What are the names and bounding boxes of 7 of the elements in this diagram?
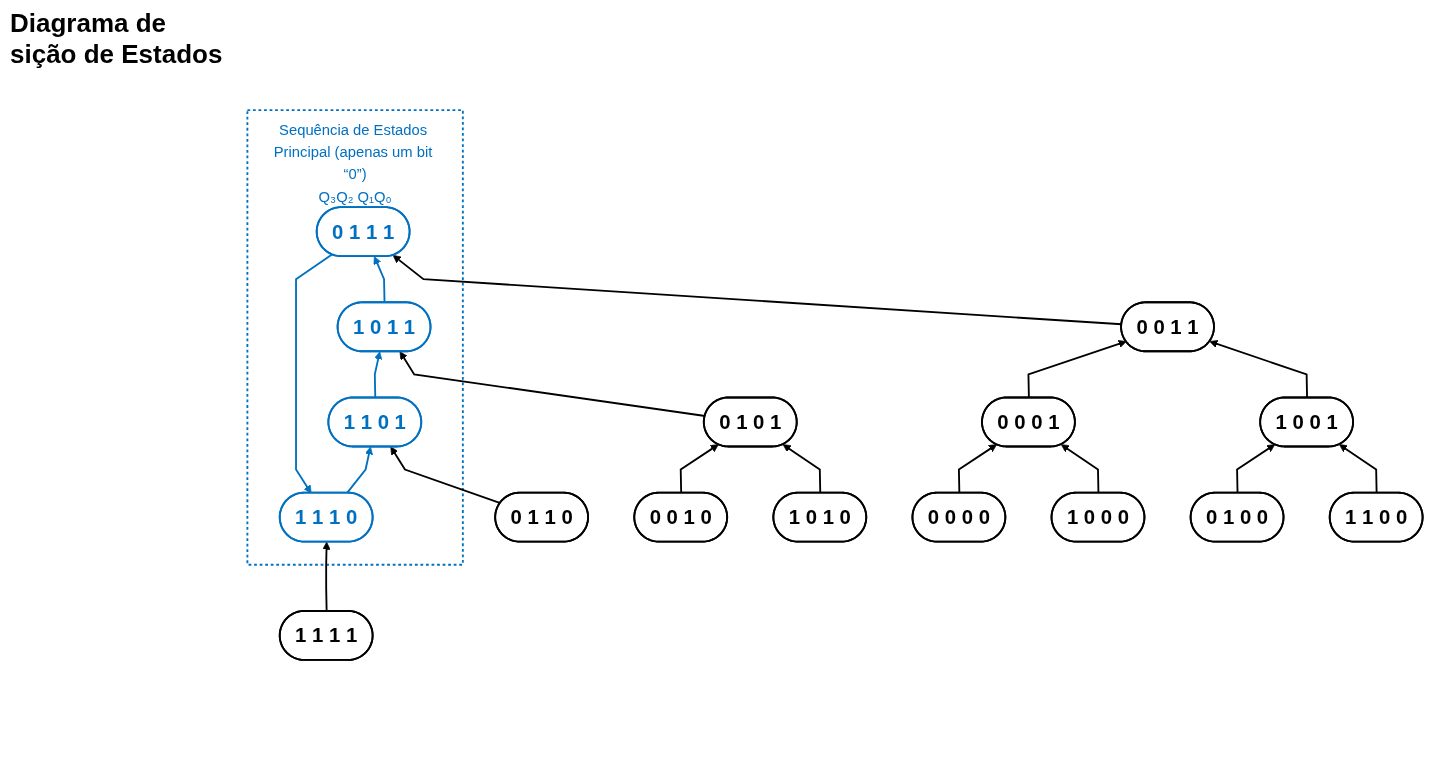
arrow: [1027, 340, 1127, 399]
arrow: [390, 446, 502, 505]
diagram-title: Diagrama de sição de Estados: [10, 8, 224, 70]
arrow: [373, 256, 386, 304]
arrow: [295, 253, 333, 494]
arrow: [373, 351, 383, 399]
arrow: [1209, 340, 1308, 399]
